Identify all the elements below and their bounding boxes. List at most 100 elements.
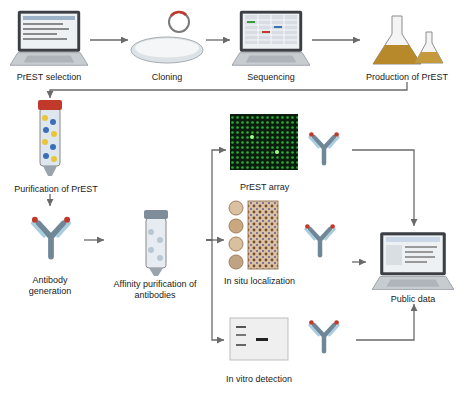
bead (157, 255, 163, 261)
antibody-icon (309, 132, 339, 163)
affinity-column (144, 210, 168, 276)
tissue-core (229, 201, 243, 215)
web-line (405, 246, 437, 248)
bead (42, 139, 48, 145)
screen-line (23, 33, 57, 35)
step-label: PrEST selection (8, 72, 90, 83)
flow-arrow (84, 239, 104, 240)
tissue-core (229, 255, 243, 269)
laptop-selection (10, 11, 88, 66)
sequence-grid (245, 15, 297, 44)
dish-agar (135, 39, 199, 58)
blot-membrane (230, 318, 288, 360)
step-label: In situ localization (224, 276, 352, 287)
bright-spot (275, 150, 279, 154)
bead (148, 247, 154, 253)
flask-large (373, 16, 421, 64)
culture-medium (373, 45, 421, 64)
flow-arrow (352, 261, 366, 262)
flow-arrow (206, 150, 226, 240)
process-step: Production of PrEST (360, 8, 454, 82)
bead (51, 156, 57, 162)
laptop-sequencing (232, 11, 310, 66)
base-mark (262, 31, 270, 33)
plasmid (169, 12, 189, 32)
column-cap (144, 210, 168, 219)
column-cap (38, 100, 62, 110)
flow-arrow (356, 304, 414, 340)
step-label: Affinity purification of antibodies (104, 279, 206, 300)
process-step: Antibody generation (16, 206, 84, 296)
flow-arrow (312, 39, 360, 40)
process-step: Sequencing (230, 8, 312, 82)
array-slide (230, 114, 298, 170)
process-step: PrEST selection (8, 8, 90, 82)
array-spots (230, 114, 298, 170)
bead (148, 229, 154, 235)
laptop-icon (10, 11, 88, 66)
column-tip (149, 268, 163, 276)
step-label: Antibody generation (16, 275, 84, 296)
petri-dish (131, 12, 203, 63)
process-step: Purification of PrEST (4, 98, 108, 194)
column-body (40, 108, 60, 166)
western-blot (230, 318, 339, 360)
step-label: PrEST array (240, 182, 352, 193)
bright-spot (250, 135, 254, 139)
web-sidebar (386, 245, 402, 265)
dish-rim (131, 37, 203, 63)
web-header (386, 237, 440, 242)
blot-band (236, 344, 246, 346)
step-label: Production of PrEST (360, 72, 454, 83)
web-line (405, 261, 427, 263)
culture-medium (415, 52, 443, 63)
bead (43, 153, 49, 159)
bead (50, 119, 56, 125)
step-label: Sequencing (230, 72, 312, 83)
plasmid-insert (171, 12, 186, 16)
base-mark (247, 21, 255, 23)
laptop-public (372, 232, 454, 289)
screen-line (23, 28, 69, 30)
process-step: Affinity purification of antibodies (104, 206, 206, 300)
laptop-icon (372, 232, 454, 289)
bead (157, 237, 163, 243)
bead (51, 131, 57, 137)
process-step: In situ localization (224, 196, 352, 286)
web-line (405, 251, 433, 253)
flow-arrow (352, 150, 414, 226)
flow-arrow (50, 82, 407, 98)
bead (50, 144, 56, 150)
web-line (405, 256, 435, 258)
bead (43, 127, 49, 133)
step-label: Public data (366, 294, 460, 305)
laptop-icon (232, 11, 310, 66)
grid-lines (245, 15, 297, 44)
process-step: Cloning (128, 8, 206, 82)
column-tip (43, 166, 57, 176)
step-label: Cloning (128, 72, 206, 83)
base-mark (274, 26, 282, 28)
antibody-icon (309, 320, 339, 351)
tissue-core (229, 237, 243, 251)
flow-arrow (206, 239, 224, 240)
process-step: PrEST array (226, 110, 352, 192)
bead (42, 115, 48, 121)
column-body (146, 218, 166, 268)
step-label: In vitro detection (226, 374, 356, 385)
flask-small (415, 32, 443, 63)
antibody-icon (32, 217, 70, 257)
process-step: Public data (366, 226, 460, 304)
screen-bar (23, 16, 75, 20)
purification-column (38, 100, 62, 176)
prest-array (230, 114, 339, 170)
antibody-icon (305, 224, 335, 255)
flow-arrow (49, 194, 50, 206)
blot-band (236, 326, 246, 328)
flow-arrow (90, 39, 128, 40)
step-label: Purification of PrEST (4, 184, 108, 195)
screen-line (23, 23, 63, 25)
blot-band (236, 334, 246, 336)
